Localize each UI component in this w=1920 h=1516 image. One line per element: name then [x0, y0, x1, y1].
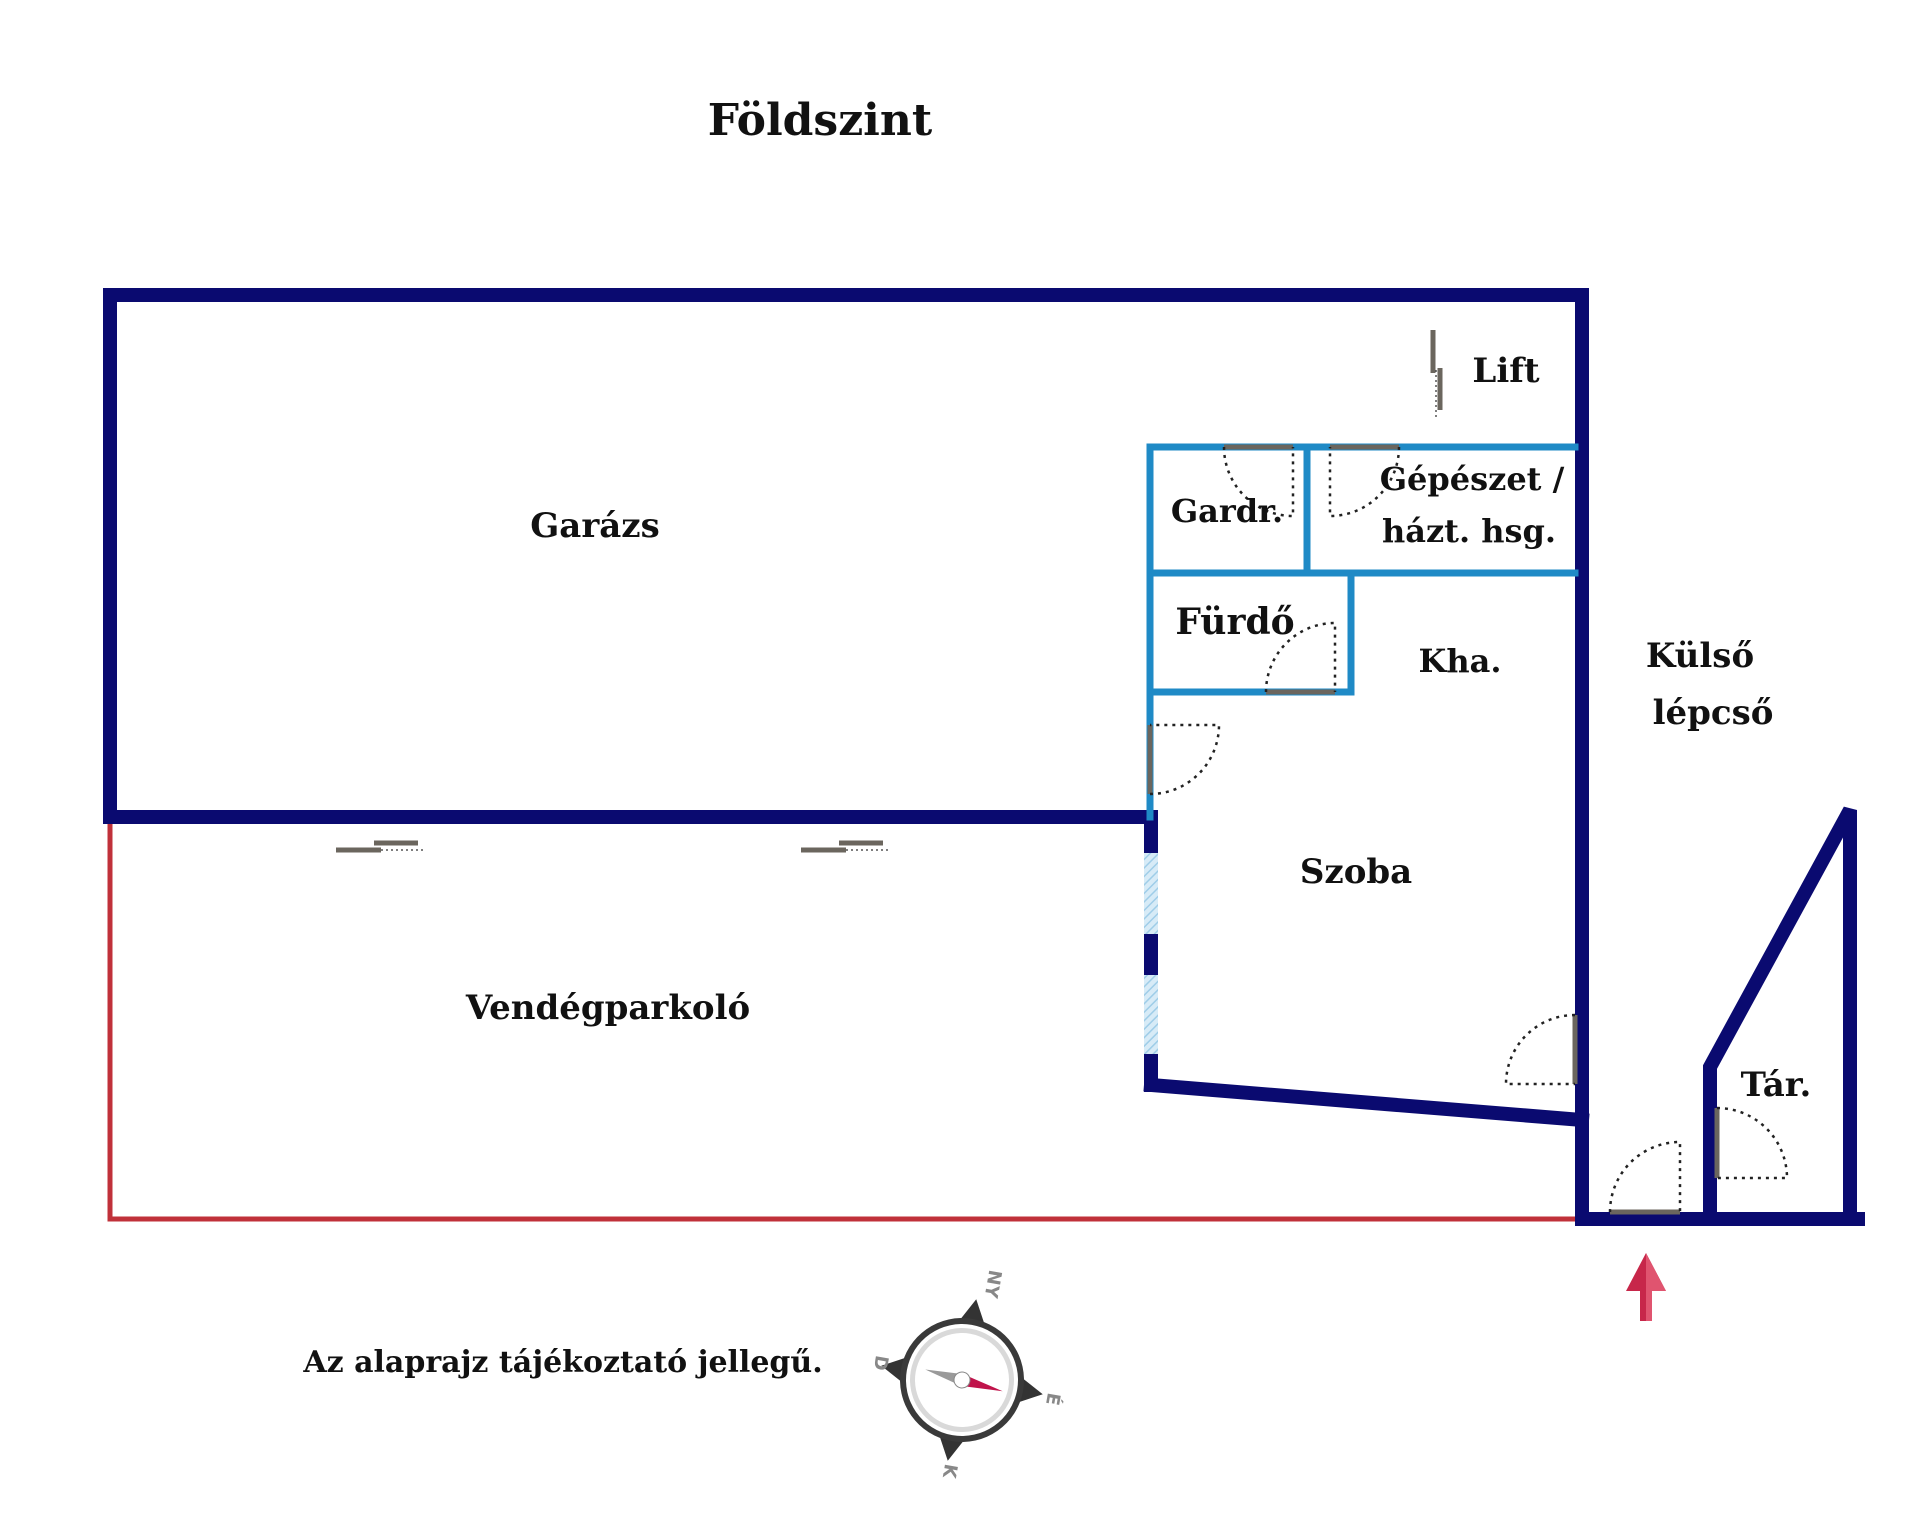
label-garage: Garázs — [530, 506, 659, 546]
plan-title: Földszint — [708, 95, 933, 146]
room-south-wall — [1143, 1077, 1590, 1128]
label-lift: Lift — [1472, 351, 1539, 391]
label-external-stairs-line2: lépcső — [1653, 693, 1774, 733]
door-storage — [1714, 1106, 1789, 1180]
room-window-upper — [1144, 853, 1158, 941]
compass-north-label: É — [1041, 1391, 1065, 1407]
lift-symbol — [1430, 330, 1443, 418]
inner-wall-bathroom — [1146, 569, 1355, 696]
label-bathroom: Fürdő — [1175, 601, 1294, 643]
label-room: Szoba — [1300, 852, 1412, 892]
compass-east-label: K — [938, 1462, 961, 1480]
garage-door-right — [801, 840, 890, 853]
label-external-stairs-line1: Külső — [1646, 636, 1754, 676]
garage-outer-wall — [103, 288, 1865, 1226]
door-room-to-stairs — [1504, 1013, 1578, 1086]
compass-west-label: NY — [979, 1268, 1005, 1300]
label-storage: Tár. — [1741, 1065, 1812, 1105]
garage-door-left — [336, 840, 425, 853]
up-arrow-icon — [1626, 1253, 1666, 1321]
compass-south-label: D — [869, 1354, 892, 1372]
storage-wall — [1703, 806, 1857, 1226]
room-window-lower — [1144, 975, 1158, 1061]
door-bathroom — [1264, 621, 1337, 695]
door-mechanical — [1328, 444, 1401, 518]
label-mechanical-line1: Gépészet / — [1380, 460, 1565, 498]
label-mechanical-line2: házt. hsg. — [1382, 512, 1556, 550]
label-hall: Kha. — [1419, 642, 1502, 680]
label-wardrobe: Gardr. — [1171, 492, 1283, 530]
disclaimer-text: Az alaprajz tájékoztató jellegű. — [302, 1345, 822, 1380]
door-wardrobe — [1222, 444, 1295, 518]
compass-rose-icon — [881, 1299, 1043, 1461]
parking-boundary-line — [107, 814, 1583, 1222]
label-guest-parking: Vendégparkoló — [465, 988, 750, 1028]
door-garage-to-hall — [1147, 723, 1221, 796]
door-main-entrance — [1608, 1140, 1682, 1215]
